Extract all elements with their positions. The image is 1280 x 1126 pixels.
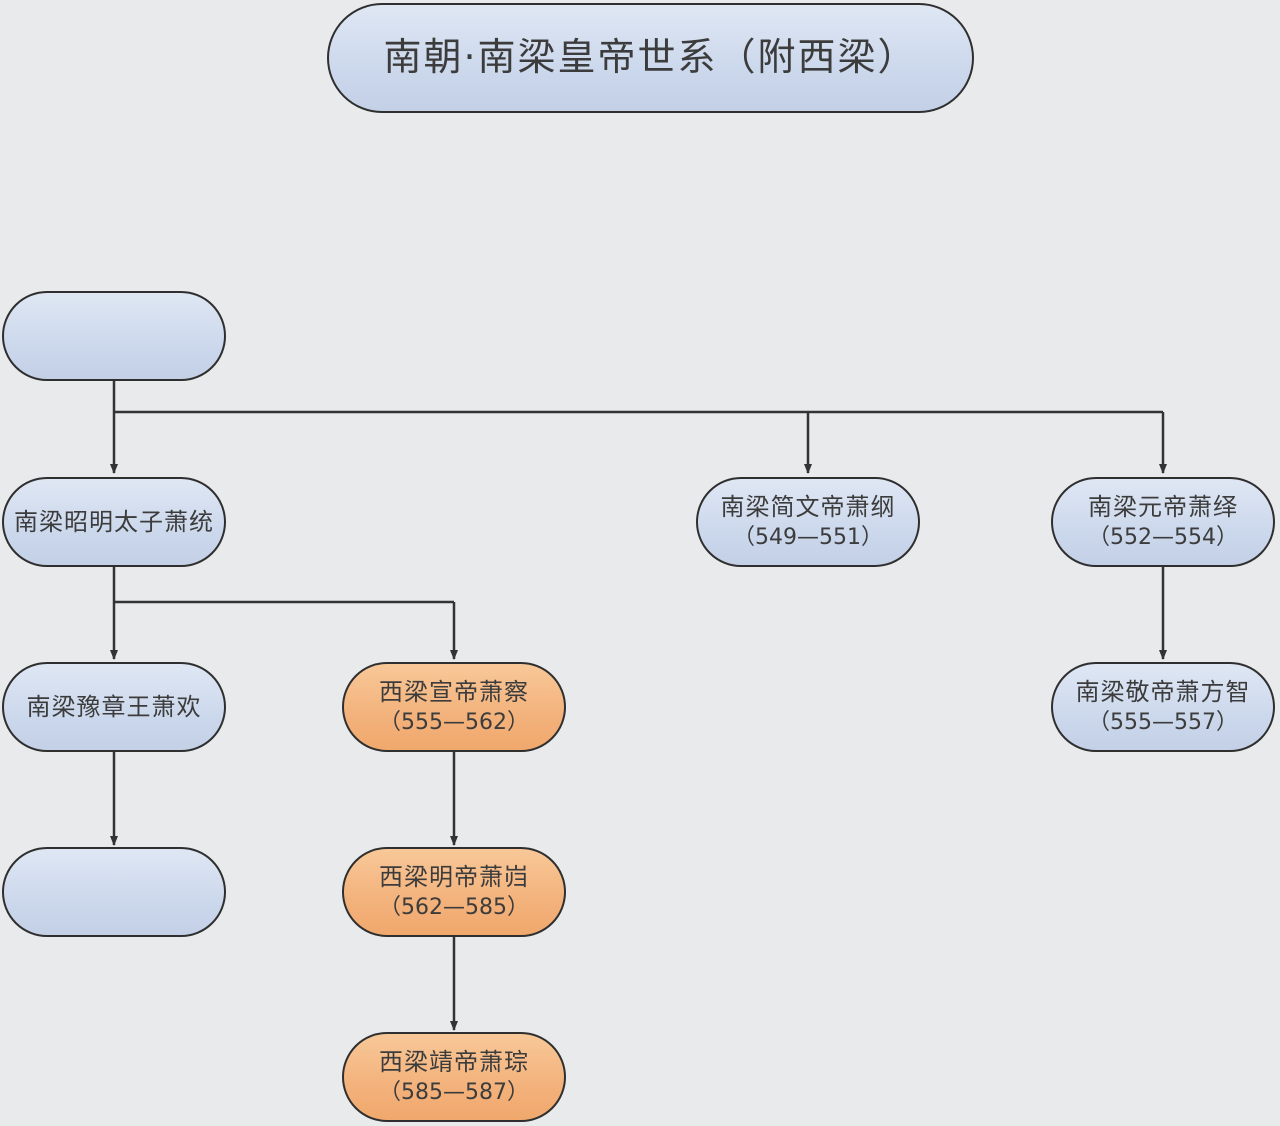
node-xuandi-years: （555—562） <box>379 710 529 736</box>
node-jingdi-xiliang: 西梁靖帝萧琮 （585—587） <box>342 1032 566 1122</box>
node-jingdi-nanliang: 南梁敬帝萧方智 （555—557） <box>1051 662 1275 752</box>
node-zhaoming-name: 南梁昭明太子萧统 <box>14 507 214 536</box>
chart-title: 南朝·南梁皇帝世系（附西梁） <box>327 3 974 113</box>
node-mingdi: 西梁明帝萧岿 （562—585） <box>342 847 566 937</box>
node-yuzhang: 南梁豫章王萧欢 <box>2 662 226 752</box>
node-jingdi-nanliang-years: （555—557） <box>1088 710 1238 736</box>
node-jingdi-xiliang-years: （585—587） <box>379 1080 529 1106</box>
node-mingdi-name: 西梁明帝萧岿 <box>379 862 529 891</box>
node-jianwen-years: （549—551） <box>733 525 883 551</box>
node-xuandi-name: 西梁宣帝萧察 <box>379 677 529 706</box>
node-zhaoming: 南梁昭明太子萧统 <box>2 477 226 567</box>
node-xuandi: 西梁宣帝萧察 （555—562） <box>342 662 566 752</box>
node-jingdi-nanliang-name: 南梁敬帝萧方智 <box>1075 677 1251 706</box>
node-jingdi-xiliang-name: 西梁靖帝萧琮 <box>379 1047 529 1076</box>
node-jianwen-name: 南梁简文帝萧纲 <box>720 492 896 521</box>
node-blank <box>2 847 226 937</box>
node-yuandi: 南梁元帝萧绎 （552—554） <box>1051 477 1275 567</box>
node-yuandi-name: 南梁元帝萧绎 <box>1088 492 1238 521</box>
node-mingdi-years: （562—585） <box>379 895 529 921</box>
node-yuzhang-name: 南梁豫章王萧欢 <box>26 692 202 721</box>
node-root <box>2 291 226 381</box>
node-jianwen: 南梁简文帝萧纲 （549—551） <box>696 477 920 567</box>
node-yuandi-years: （552—554） <box>1088 525 1238 551</box>
chart-title-text: 南朝·南梁皇帝世系（附西梁） <box>383 35 918 80</box>
